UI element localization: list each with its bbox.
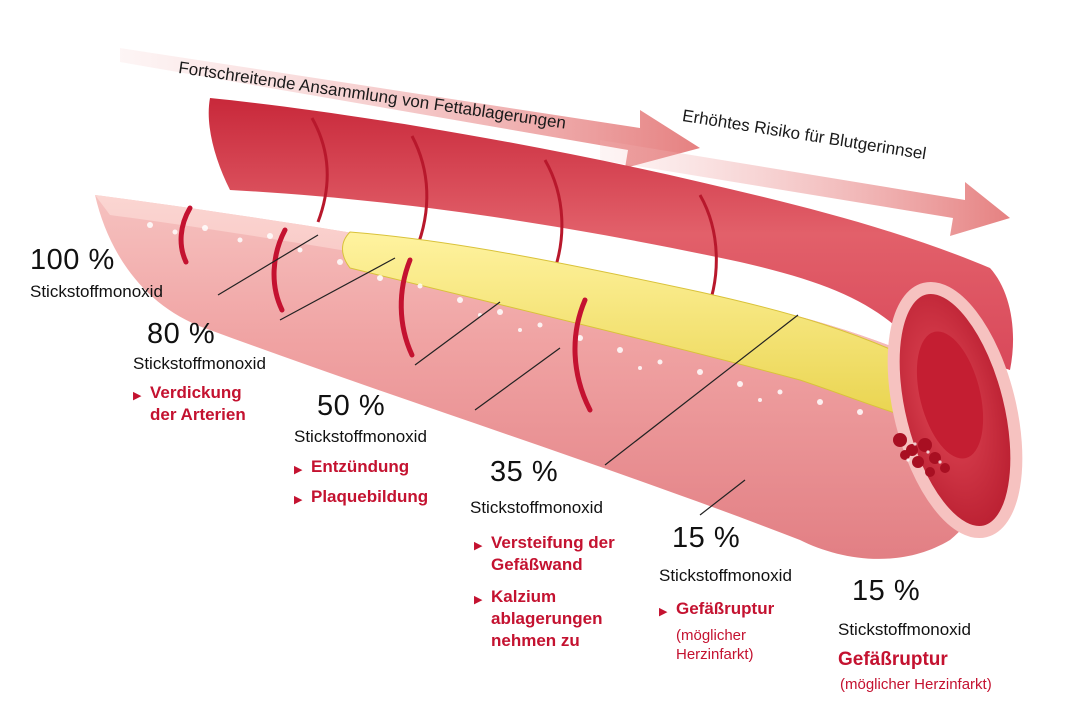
stage-2-label: Stickstoffmonoxid xyxy=(133,354,266,373)
leader-line xyxy=(414,301,501,366)
stage-6-effect: Gefäßruptur xyxy=(838,649,948,670)
stage-6-percent: 15 % xyxy=(852,575,921,607)
effect-item: ▶Kalzium ablagerungen nehmen zu xyxy=(474,586,631,652)
leader-line xyxy=(699,479,746,516)
stage-5-label: Stickstoffmonoxid xyxy=(659,566,792,585)
stage-1-percent: 100 % xyxy=(30,244,115,276)
effect-item: ▶Entzündung xyxy=(294,456,428,481)
stage-4-percent: 35 % xyxy=(490,456,559,488)
stage-4-effects: ▶Versteifung der Gefäßwand ▶Kalzium abla… xyxy=(474,532,631,652)
effect-item: ▶Gefäßruptur xyxy=(659,598,774,623)
fat-accumulation-arrow xyxy=(120,48,700,168)
leader-line xyxy=(279,257,396,321)
stage-3-percent: 50 % xyxy=(317,390,386,422)
stage-5-percent: 15 % xyxy=(672,522,741,554)
effect-item: ▶Plaquebildung xyxy=(294,486,428,511)
stage-2-percent: 80 % xyxy=(147,318,216,350)
effect-item: ▶Versteifung der Gefäßwand xyxy=(474,532,631,576)
effect-text: Gefäßruptur xyxy=(676,599,775,618)
stage-6-note: (möglicher Herzinfarkt) xyxy=(840,676,992,693)
stage-3-label: Stickstoffmonoxid xyxy=(294,427,427,446)
stage-6-label: Stickstoffmonoxid xyxy=(838,620,971,639)
effect-text: Versteifung der Gefäßwand xyxy=(491,533,615,574)
stage-1-label: Stickstoffmonoxid xyxy=(30,282,163,301)
effect-item: ▶Verdickung der Arterien xyxy=(133,382,283,426)
stage-2-effects: ▶Verdickung der Arterien xyxy=(133,382,283,426)
effect-text: Verdickung der Arterien xyxy=(150,383,246,424)
leader-line xyxy=(217,234,319,296)
stage-5-note: (möglicher Herzinfarkt) xyxy=(676,627,754,663)
blood-clot xyxy=(893,433,950,477)
stage-5-effects: ▶Gefäßruptur xyxy=(659,598,774,623)
leader-line xyxy=(474,347,561,411)
stage-4-label: Stickstoffmonoxid xyxy=(470,498,603,517)
stage-3-effects: ▶Entzündung ▶Plaquebildung xyxy=(294,456,428,511)
effect-text: Entzündung xyxy=(311,457,410,476)
effect-text: Kalzium ablagerungen nehmen zu xyxy=(491,587,603,650)
effect-text: Plaquebildung xyxy=(311,487,429,506)
leader-line xyxy=(604,314,799,466)
clot-risk-arrow xyxy=(600,140,1010,236)
